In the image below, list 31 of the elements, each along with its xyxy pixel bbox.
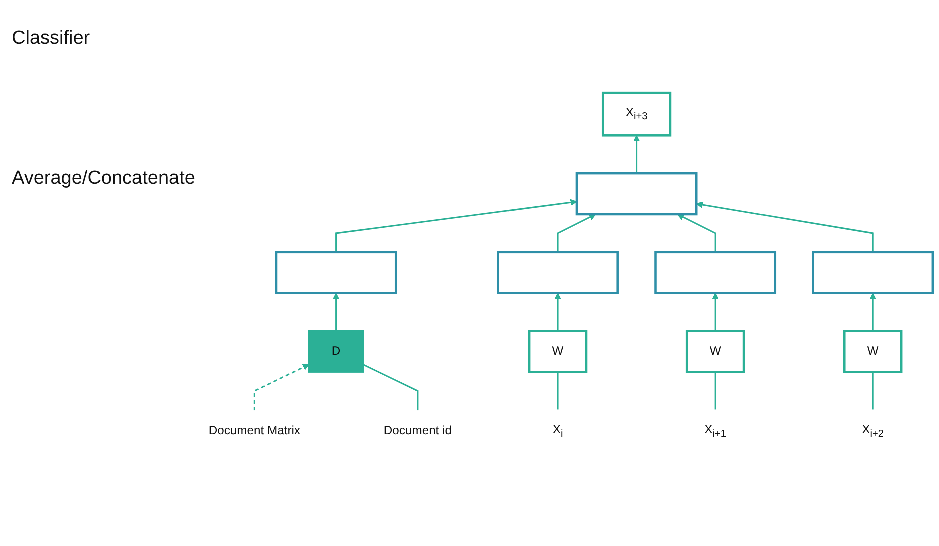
arrow	[554, 293, 562, 332]
arrow	[336, 199, 578, 253]
node-text: Document id	[384, 424, 452, 438]
connector	[557, 372, 559, 410]
node-bar	[275, 251, 398, 295]
node-box: X$_{i+3}$	[602, 92, 672, 137]
arrow	[677, 214, 716, 253]
node-box: W	[528, 330, 588, 374]
arrow	[254, 364, 310, 412]
connector	[872, 372, 874, 410]
node-bar	[654, 251, 777, 295]
node-bar	[812, 251, 934, 295]
connector	[714, 372, 716, 410]
node-box: W	[844, 330, 903, 374]
connector	[363, 364, 419, 412]
node-text: X$_{i+1}$	[704, 424, 726, 440]
arrow	[696, 202, 874, 253]
node-bar	[497, 251, 619, 295]
layer-label: Average/Concatenate	[12, 168, 196, 190]
node-text: X$_{i+2}$	[862, 424, 884, 440]
arrow	[332, 293, 340, 332]
arrow	[870, 293, 876, 332]
node-text: X$_{i}$	[552, 424, 564, 440]
node-text: Document Matrix	[208, 424, 300, 438]
arrow	[557, 214, 596, 253]
layer-label: Classifier	[12, 28, 90, 50]
node-box: W	[686, 330, 746, 374]
arrow	[633, 135, 640, 174]
arrow	[712, 293, 719, 332]
node-bar	[576, 172, 698, 216]
node-box: D	[308, 330, 364, 374]
